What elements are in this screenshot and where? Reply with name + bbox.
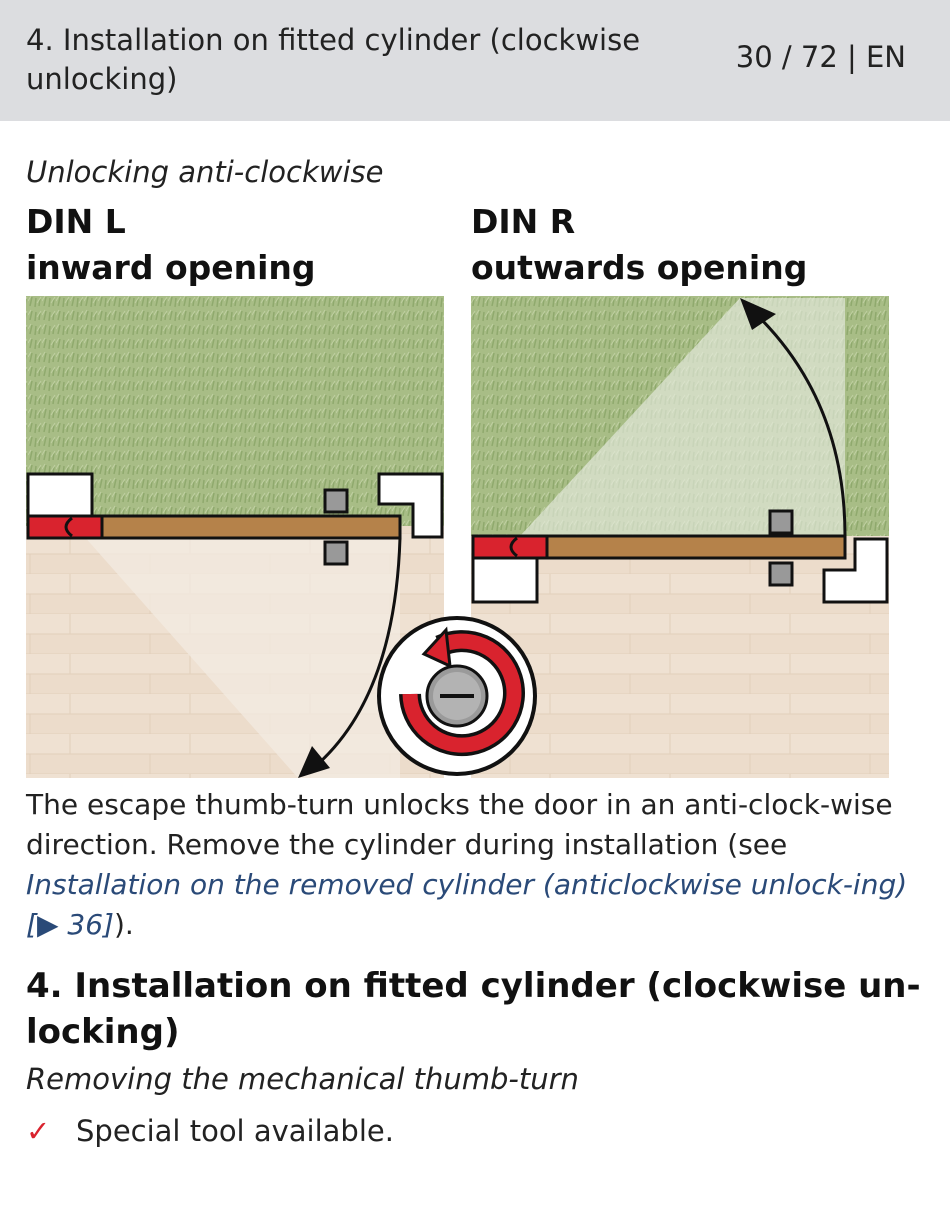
section-subtitle: Removing the mechanical thumb-turn bbox=[26, 1062, 579, 1096]
anticlockwise-rotation-icon bbox=[377, 616, 537, 776]
installation-link[interactable]: Installation on the removed cylinder (an… bbox=[26, 868, 907, 941]
description-paragraph: The escape thumb-turn unlocks the door i… bbox=[26, 785, 926, 945]
din-l-heading: DIN L inward opening bbox=[26, 199, 316, 291]
din-r-label: DIN R bbox=[471, 202, 576, 241]
header-title: 4. Installation on fitted cylinder (cloc… bbox=[26, 23, 641, 96]
din-r-panel bbox=[471, 296, 889, 778]
page-indicator: 30 / 72 | EN bbox=[735, 40, 906, 74]
door-diagram bbox=[26, 296, 889, 778]
check-icon: ✓ bbox=[26, 1114, 51, 1148]
section-title: 4. Installation on fitted cylinder (cloc… bbox=[26, 966, 921, 1052]
installation-link-page: 36] bbox=[58, 908, 114, 941]
din-l-label: DIN L bbox=[26, 202, 126, 241]
checklist-item: ✓ Special tool available. bbox=[26, 1114, 394, 1148]
din-l-panel bbox=[26, 296, 444, 778]
din-r-heading: DIN R outwards opening bbox=[471, 199, 807, 291]
page-arrow-icon: ▶ bbox=[36, 908, 59, 941]
page-header: 4. Installation on fitted cylinder (cloc… bbox=[0, 0, 950, 121]
din-r-opening-label: outwards opening bbox=[471, 248, 808, 287]
unlocking-direction-label: Unlocking anti-clockwise bbox=[26, 155, 384, 189]
paragraph-text: The escape thumb-turn unlocks the door i… bbox=[26, 788, 893, 861]
paragraph-end: ). bbox=[113, 908, 134, 941]
installation-link-text: Installation on the removed cylinder (an… bbox=[26, 868, 908, 941]
din-l-opening-label: inward opening bbox=[26, 248, 316, 287]
checklist-item-text: Special tool available. bbox=[76, 1114, 394, 1148]
